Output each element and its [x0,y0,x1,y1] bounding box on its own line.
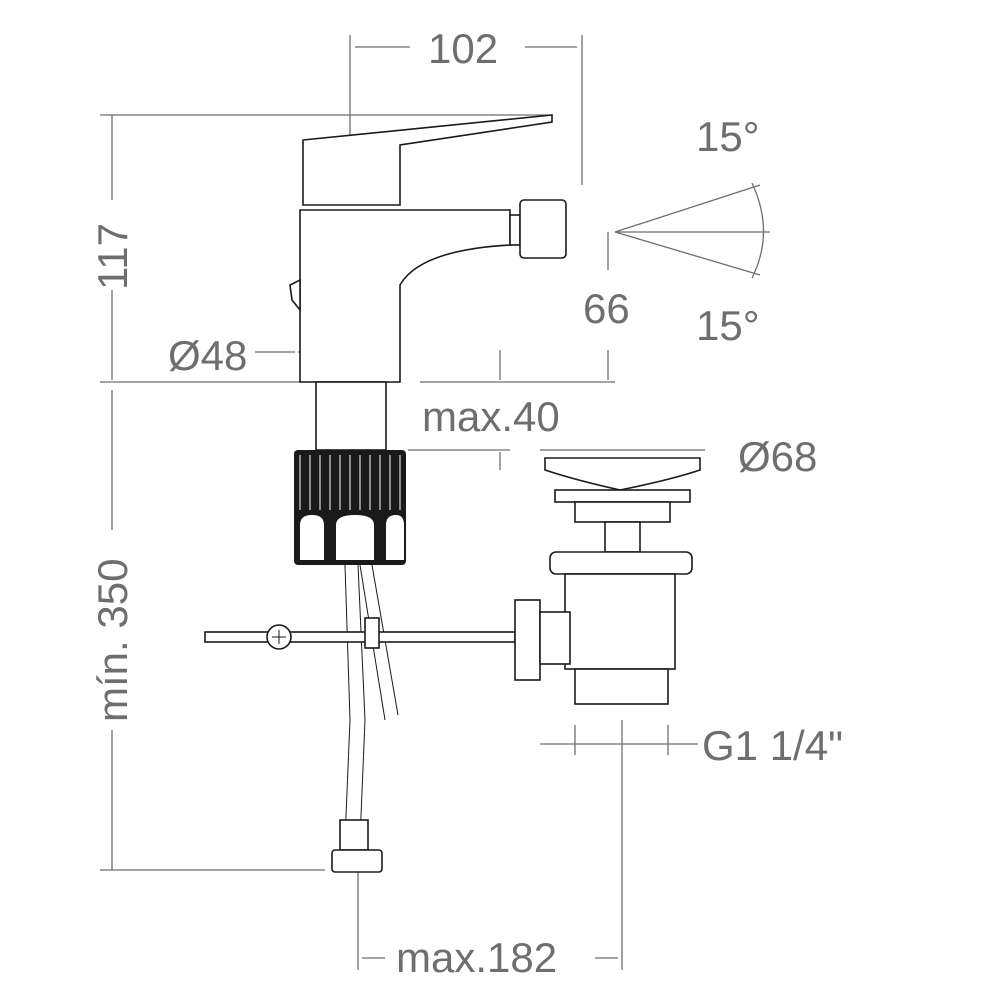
dimension-lines [100,35,770,970]
dimension-angle-up: 15° [696,113,760,160]
pop-up-rod [204,617,516,650]
supply-hose [331,564,399,873]
dimension-waste-diameter: Ø68 [738,433,818,480]
dimension-angle-down: 15° [696,302,760,349]
pop-up-waste [514,457,701,705]
dimension-min-length: mín. 350 [89,558,136,722]
fixing-nut [294,450,406,565]
dimension-max-distance: max.182 [396,934,558,981]
dimension-outlet-height: 66 [583,285,630,332]
dimension-spout-reach: 102 [428,25,499,72]
dimension-waste-thread: G1 1/4" [702,722,843,769]
mixer-body [289,114,567,451]
dimension-height: 117 [89,223,136,290]
dimension-base-diameter: Ø48 [168,332,248,379]
dimension-max-thickness: max.40 [422,393,560,440]
